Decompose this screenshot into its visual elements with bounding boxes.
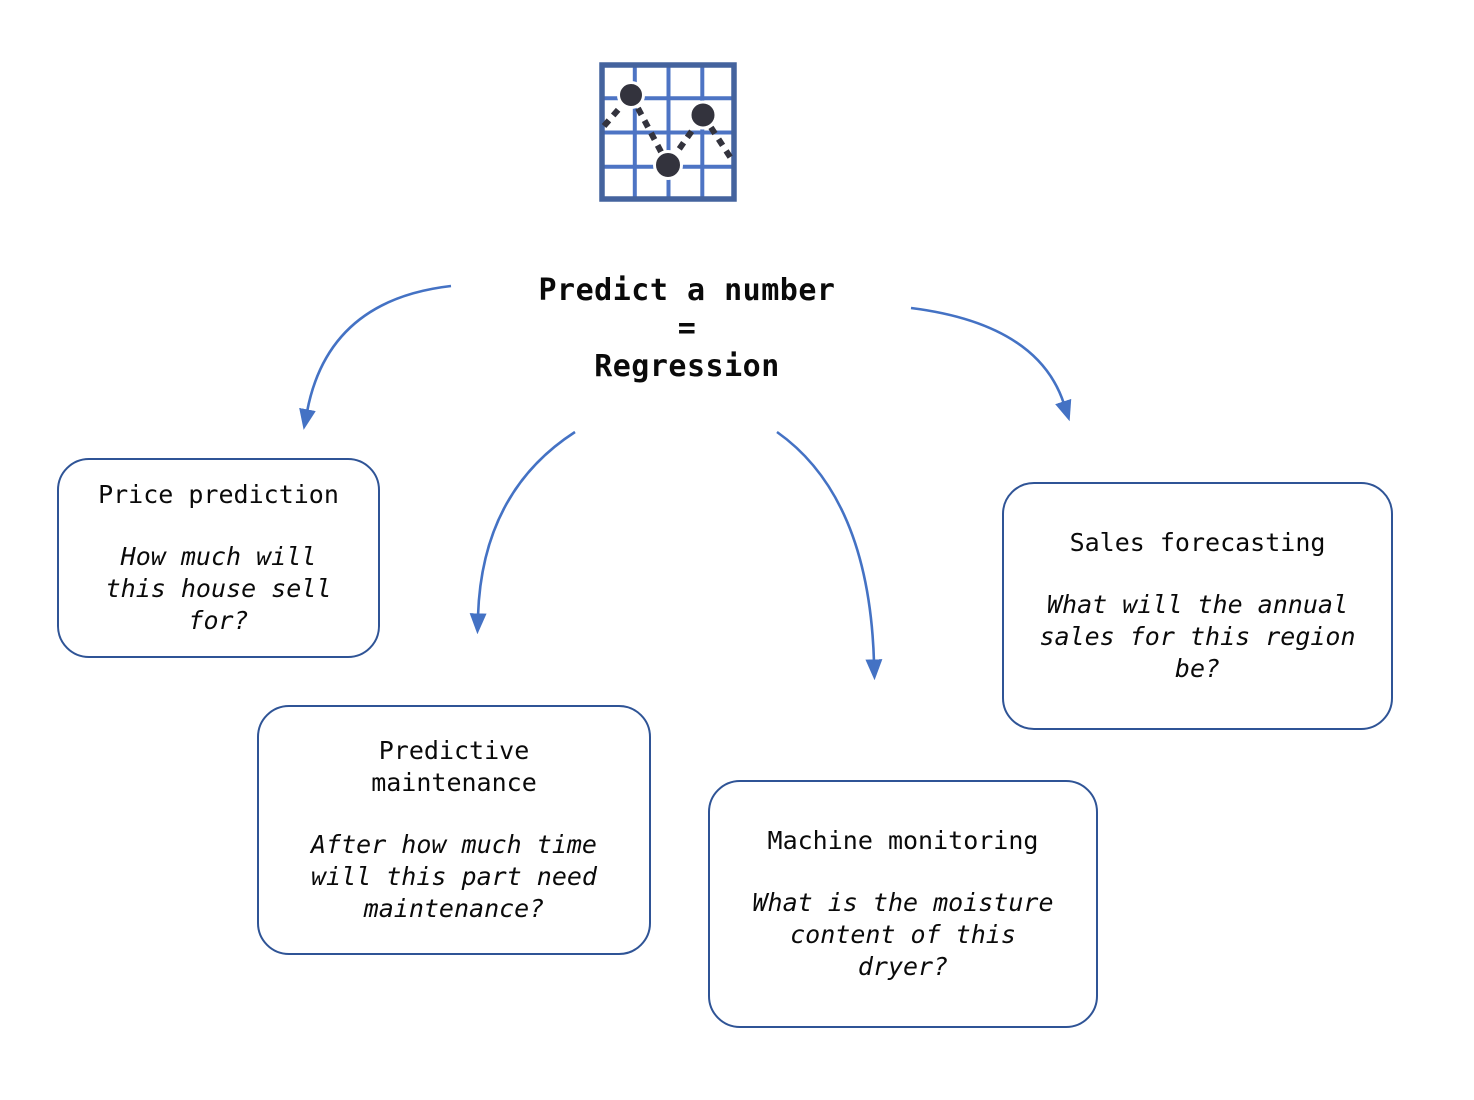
node-sales-forecasting: Sales forecasting What will the annual s… — [1002, 482, 1393, 730]
node-question: After how much time will this part need … — [311, 830, 597, 923]
arrow-to-machine-monitoring — [776, 430, 883, 681]
icon-data-dots — [617, 81, 718, 180]
arrow-to-predictive-maintenance — [469, 430, 576, 635]
scatter-line-chart-icon — [599, 62, 737, 202]
node-price-prediction: Price prediction How much will this hous… — [57, 458, 380, 658]
icon-dashed-line — [601, 92, 735, 168]
node-question: What is the moisture content of this dry… — [752, 888, 1054, 981]
diagram-title: Predict a number = Regression — [538, 273, 836, 384]
node-title: Price prediction — [98, 480, 339, 509]
node-question: How much will this house sell for? — [105, 542, 332, 635]
node-question: What will the annual sales for this regi… — [1039, 590, 1356, 683]
node-predictive-maintenance: Predictive maintenance After how much ti… — [257, 705, 651, 955]
node-machine-monitoring: Machine monitoring What is the moisture … — [708, 780, 1098, 1028]
node-title: Machine monitoring — [767, 826, 1039, 855]
node-title: Predictive maintenance — [371, 736, 537, 797]
icon-grid-border — [599, 62, 737, 202]
arrow-to-price-prediction — [299, 284, 452, 430]
node-title: Sales forecasting — [1069, 528, 1326, 557]
